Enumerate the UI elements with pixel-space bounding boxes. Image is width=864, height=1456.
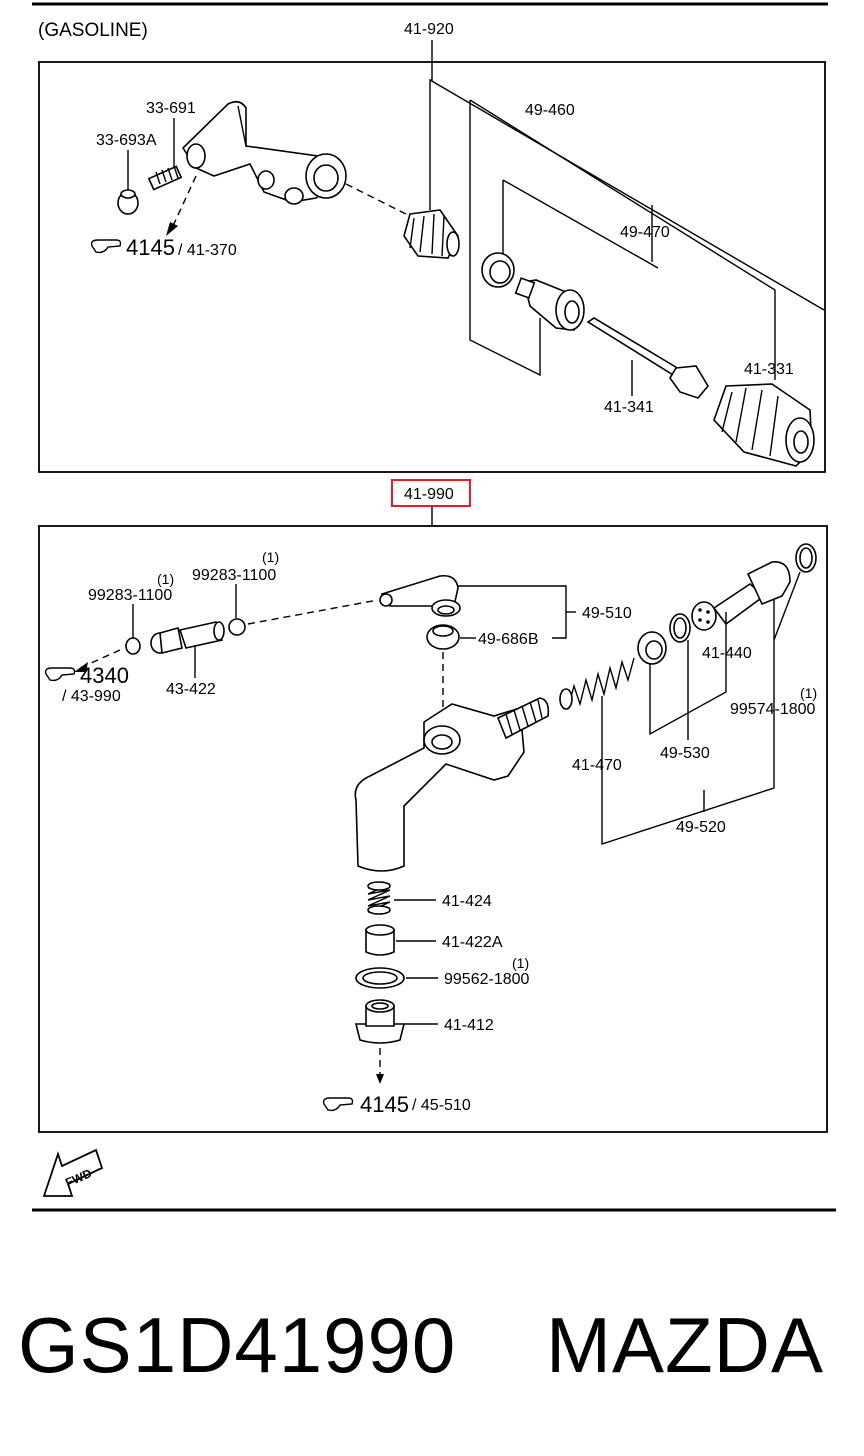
part-41-424: 41-424 bbox=[442, 893, 492, 910]
large-boot bbox=[713, 383, 815, 467]
hose-clamp-a bbox=[125, 637, 141, 655]
top-assembly: 41-920 49-460 49-470 bbox=[38, 21, 826, 473]
footer-brand: MAZDA bbox=[546, 1301, 824, 1389]
hose-clamp-b bbox=[228, 618, 246, 636]
cylinder-piston bbox=[691, 561, 791, 631]
fwd-arrow-icon: FWD bbox=[42, 1148, 104, 1197]
push-rod bbox=[586, 317, 709, 399]
gasket bbox=[355, 967, 405, 989]
clutch-cylinder-body bbox=[354, 697, 550, 872]
secondary-cup bbox=[637, 631, 667, 665]
o-ring bbox=[669, 613, 691, 643]
piston bbox=[514, 277, 585, 331]
ref-section-45-510: / 45-510 bbox=[412, 1097, 471, 1114]
ref-section-43-990: / 43-990 bbox=[62, 688, 121, 705]
group-label-41-990: 41-990 bbox=[404, 486, 454, 503]
part-99574-1800: 99574-1800 bbox=[730, 701, 816, 718]
part-49-460: 49-460 bbox=[525, 102, 575, 119]
part-43-422: 43-422 bbox=[166, 681, 216, 698]
ref-page-4340: 4340 bbox=[80, 663, 129, 688]
part-41-422A: 41-422A bbox=[442, 934, 503, 951]
part-99283-1100-b: 99283-1100 bbox=[192, 567, 276, 584]
qty-99574: (1) bbox=[800, 685, 817, 701]
part-41-341: 41-341 bbox=[604, 399, 654, 416]
part-49-530: 49-530 bbox=[660, 745, 710, 762]
snap-ring bbox=[795, 543, 817, 573]
bleeder-cap bbox=[117, 189, 139, 215]
bottom-assembly-frame bbox=[38, 525, 828, 1133]
part-33-693A: 33-693A bbox=[96, 132, 157, 149]
variant-label: (GASOLINE) bbox=[38, 20, 148, 41]
group-label-41-990-box[interactable]: 41-990 bbox=[391, 479, 471, 507]
master-cylinder-body bbox=[181, 100, 347, 205]
part-49-510: 49-510 bbox=[582, 605, 632, 622]
qty-99562: (1) bbox=[512, 955, 529, 971]
spring bbox=[559, 657, 635, 711]
outlet-fitting bbox=[354, 999, 406, 1044]
pointing-hand-icon bbox=[44, 667, 76, 682]
hose bbox=[150, 621, 225, 655]
piston-cup bbox=[481, 252, 515, 288]
bottom-assembly: (1) 99283-1100 (1) 99283-1100 43-422 434… bbox=[38, 525, 828, 1133]
ref-page-4145: 4145 bbox=[126, 235, 175, 260]
part-49-470: 49-470 bbox=[620, 224, 670, 241]
valve-seat bbox=[365, 924, 395, 956]
qty-99283-b: (1) bbox=[262, 549, 279, 565]
part-99283-1100-a: 99283-1100 bbox=[88, 587, 172, 604]
bleeder-screw bbox=[147, 165, 183, 191]
group-label-41-920: 41-920 bbox=[404, 21, 454, 38]
ref-4145-bottom: 4145 / 45-510 bbox=[322, 1092, 471, 1117]
footer-part-number: GS1D41990 bbox=[18, 1301, 457, 1389]
ref-4340: 4340 / 43-990 bbox=[44, 663, 129, 705]
part-41-331: 41-331 bbox=[744, 361, 794, 378]
part-99562-1800: 99562-1800 bbox=[444, 971, 530, 988]
top-assembly-frame bbox=[38, 61, 826, 473]
qty-99283-a: (1) bbox=[157, 571, 174, 587]
part-49-520: 49-520 bbox=[676, 819, 726, 836]
part-41-470: 41-470 bbox=[572, 757, 622, 774]
part-41-440: 41-440 bbox=[702, 645, 752, 662]
check-valve-spring bbox=[367, 881, 391, 915]
ref-4145-top: 4145 / 41-370 bbox=[90, 235, 237, 260]
grommet bbox=[426, 624, 460, 650]
ref-page-4145-bottom: 4145 bbox=[360, 1092, 409, 1117]
part-49-686B: 49-686B bbox=[478, 631, 539, 648]
part-33-691: 33-691 bbox=[146, 100, 196, 117]
pointing-hand-icon bbox=[90, 239, 122, 254]
part-41-412: 41-412 bbox=[444, 1017, 494, 1034]
dust-boot bbox=[403, 209, 460, 259]
reservoir-nipple bbox=[379, 574, 461, 617]
ref-section-41-370: / 41-370 bbox=[178, 242, 237, 259]
pointing-hand-icon bbox=[322, 1097, 354, 1112]
